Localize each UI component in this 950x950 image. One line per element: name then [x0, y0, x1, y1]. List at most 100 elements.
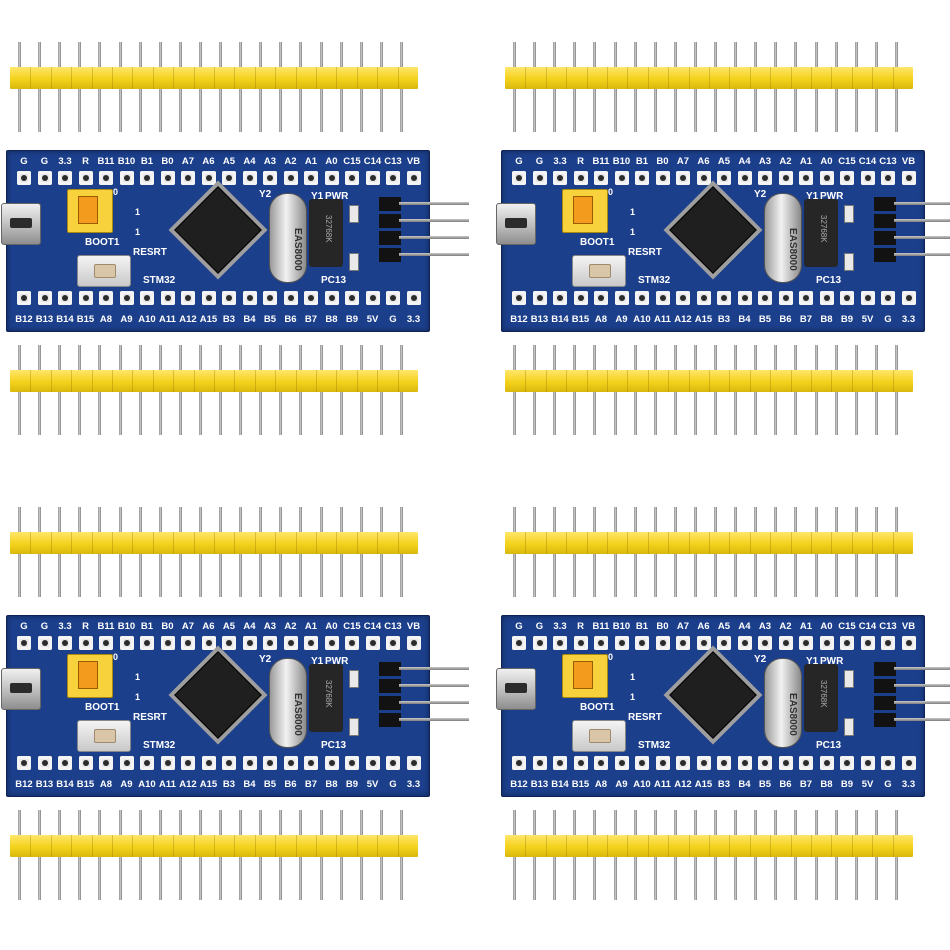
- pin-label: A11: [654, 314, 671, 325]
- pin-hole: [181, 756, 195, 770]
- pin-hole: [181, 636, 195, 650]
- pin-label: B1: [140, 621, 154, 632]
- pin-hole: [635, 171, 649, 185]
- crystal-marking: EAS8000: [787, 228, 798, 271]
- header-segment: [356, 67, 358, 89]
- stm32-chip: [669, 651, 757, 739]
- stm32-label: STM32: [638, 740, 671, 751]
- pin-hole: [58, 171, 72, 185]
- header-plastic-strip: [10, 67, 418, 89]
- header-segment: [30, 532, 32, 554]
- pin-label: B9: [840, 779, 854, 790]
- header-segment: [336, 370, 338, 392]
- power-led: [844, 670, 854, 688]
- header-segment: [377, 370, 379, 392]
- swd-pin: [894, 701, 950, 704]
- pin-hole: [696, 171, 711, 185]
- pin-label: G: [40, 621, 49, 632]
- pin-hole: [758, 171, 772, 185]
- header-segment: [91, 532, 93, 554]
- pin-hole: [242, 291, 257, 305]
- header-segment: [811, 370, 812, 392]
- header-segment: [132, 532, 134, 554]
- pin-hole: [573, 291, 588, 305]
- pin-label: B10: [612, 621, 631, 632]
- header-segment: [193, 370, 195, 392]
- header-segment: [851, 835, 853, 857]
- pin-label: B10: [612, 156, 631, 167]
- swd-pin-block: [874, 248, 896, 262]
- pin-label: B9: [345, 314, 359, 325]
- boot-jumpers: [562, 189, 608, 233]
- header-segment: [607, 370, 608, 392]
- header-segment: [397, 370, 399, 392]
- pin-hole: [17, 636, 31, 650]
- pin-hole: [222, 291, 236, 305]
- pin-hole: [37, 756, 52, 770]
- swd-pin-block: [379, 713, 401, 727]
- header-segment: [193, 67, 195, 89]
- header-segment: [790, 67, 792, 89]
- reset-button: [572, 720, 626, 752]
- pin-label: G: [20, 621, 28, 632]
- pin-hole: [304, 171, 318, 185]
- header-segment: [688, 67, 690, 89]
- pin-label: B1: [635, 621, 649, 632]
- jumper-one-label: 1: [630, 672, 636, 682]
- pin-hole: [181, 291, 195, 305]
- rtc-crystal-marking: 32768K: [819, 215, 828, 243]
- pwr-label: PWR: [325, 191, 349, 202]
- header-segment: [336, 532, 338, 554]
- pin-label: C14: [363, 621, 382, 632]
- pin-label: B15: [571, 314, 590, 325]
- header-segment: [152, 532, 154, 554]
- pin-label: 3.3: [58, 156, 72, 167]
- top-pin-header: [10, 507, 418, 597]
- pin-label: A1: [304, 156, 318, 167]
- header-segment: [112, 835, 113, 857]
- pin-label: B9: [345, 779, 359, 790]
- header-segment: [71, 370, 73, 392]
- header-segment: [112, 532, 113, 554]
- pin-label: B8: [325, 779, 338, 790]
- pin-hole: [881, 756, 895, 770]
- header-segment: [275, 370, 277, 392]
- header-segment: [729, 835, 731, 857]
- pin-label: A15: [694, 779, 713, 790]
- pin-hole: [37, 291, 52, 305]
- pin-hole: [386, 756, 400, 770]
- pin-hole: [901, 171, 916, 185]
- header-segment: [749, 67, 751, 89]
- header-segment: [872, 370, 874, 392]
- swd-pin: [399, 667, 469, 670]
- header-segment: [295, 67, 297, 89]
- pin-hole: [324, 291, 339, 305]
- pin-label: B8: [820, 779, 833, 790]
- pin-hole: [222, 756, 236, 770]
- pin-label: B8: [820, 314, 833, 325]
- pin-label: A3: [758, 621, 772, 632]
- pin-label: B7: [799, 314, 813, 325]
- pin-label: A6: [202, 156, 215, 167]
- pin-hole: [614, 291, 629, 305]
- pin-label: B5: [263, 779, 277, 790]
- header-plastic-strip: [10, 532, 418, 554]
- bottom-pin-header: [505, 810, 913, 900]
- swd-pin: [894, 253, 950, 256]
- pin-label: C13: [879, 156, 897, 167]
- pin-hole: [717, 756, 731, 770]
- jumper-one-label: 1: [630, 227, 636, 237]
- header-segment: [872, 835, 874, 857]
- pin-label: C13: [384, 156, 402, 167]
- top-pin-header: [505, 42, 913, 132]
- pin-label: C14: [858, 621, 877, 632]
- header-segment: [234, 67, 236, 89]
- pin-hole: [201, 636, 216, 650]
- pin-hole: [819, 291, 834, 305]
- pin-hole: [635, 756, 649, 770]
- header-plastic-strip: [10, 835, 418, 857]
- pin-label: A3: [263, 621, 277, 632]
- pin-label: C15: [343, 621, 361, 632]
